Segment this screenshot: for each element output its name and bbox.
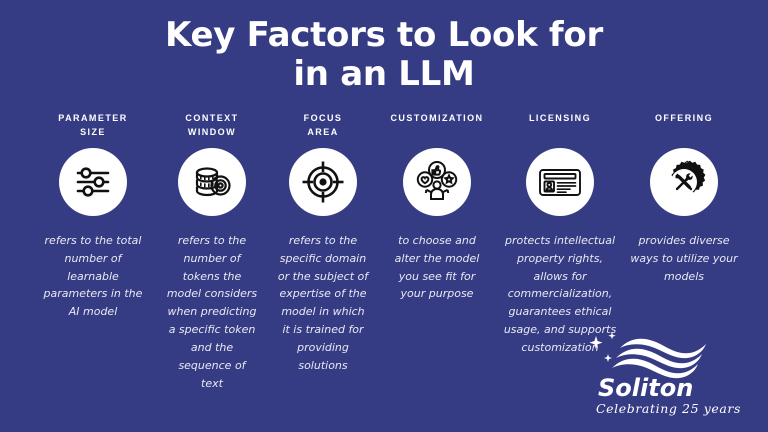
column-heading: LICENSING — [529, 112, 591, 142]
column-description: protects intellectual property rights, a… — [503, 234, 617, 354]
heading-line-1: OFFERING — [654, 113, 714, 123]
id-card-icon — [536, 158, 584, 206]
factor-column-customization: CUSTOMIZATION — [378, 112, 496, 303]
icon-badge — [289, 148, 357, 216]
column-heading: OFFERING — [655, 112, 713, 142]
factor-column-focus-area: FOCUS AREA — [268, 112, 378, 375]
logo-tagline-text: Celebrating 25 years — [596, 401, 741, 416]
column-description: provides diverse ways to utilize your mo… — [630, 234, 738, 283]
column-heading: CUSTOMIZATION — [390, 112, 483, 142]
title-line-1: Key Factors to Look for — [165, 15, 603, 55]
person-preferences-icon — [414, 159, 460, 205]
heading-line-2: AREA — [307, 126, 339, 137]
factor-column-context-window: CONTEXT WINDOW — [156, 112, 268, 392]
heading-line-1: PARAMETER — [58, 113, 128, 123]
sparkle-icon — [589, 332, 616, 362]
heading-line-2: SIZE — [80, 126, 106, 137]
column-description: refers to the number of tokens the model… — [166, 234, 258, 390]
heading-line-1: LICENSING — [528, 113, 592, 123]
target-crosshair-icon — [300, 159, 346, 205]
column-heading: PARAMETER SIZE — [58, 112, 127, 142]
heading-line-1: FOCUS — [303, 113, 343, 123]
title-line-2: in an LLM — [293, 54, 475, 95]
factor-column-parameter-size: PARAMETER SIZE — [30, 112, 156, 321]
column-description: refers to the specific domain or the sub… — [277, 234, 369, 372]
icon-badge — [59, 148, 127, 216]
heading-line-1: CUSTOMIZATION — [390, 113, 484, 123]
coins-stack-icon — [190, 160, 234, 204]
column-heading: CONTEXT WINDOW — [185, 112, 238, 142]
icon-badge — [178, 148, 246, 216]
icon-badge — [650, 148, 718, 216]
gear-tools-icon — [660, 158, 708, 206]
column-description: to choose and alter the model you see fi… — [394, 234, 480, 301]
heading-line-2: WINDOW — [187, 126, 237, 137]
heading-line-1: CONTEXT — [185, 113, 239, 123]
logo-brand-text: Soliton — [598, 374, 693, 402]
factor-column-licensing: LICENSING — [496, 112, 624, 357]
factor-column-offering: OFFERING pro — [624, 112, 744, 285]
page-title: Key Factors to Look for in an LLM — [0, 15, 768, 95]
column-heading: FOCUS AREA — [304, 112, 343, 142]
icon-badge — [403, 148, 471, 216]
column-description: refers to the total number of learnable … — [43, 234, 143, 319]
icon-badge — [526, 148, 594, 216]
wave-mark — [612, 338, 706, 379]
factor-columns: PARAMETER SIZE — [0, 112, 768, 392]
sliders-icon — [71, 160, 115, 204]
soliton-logo: Soliton Celebrating 25 years — [574, 328, 744, 418]
